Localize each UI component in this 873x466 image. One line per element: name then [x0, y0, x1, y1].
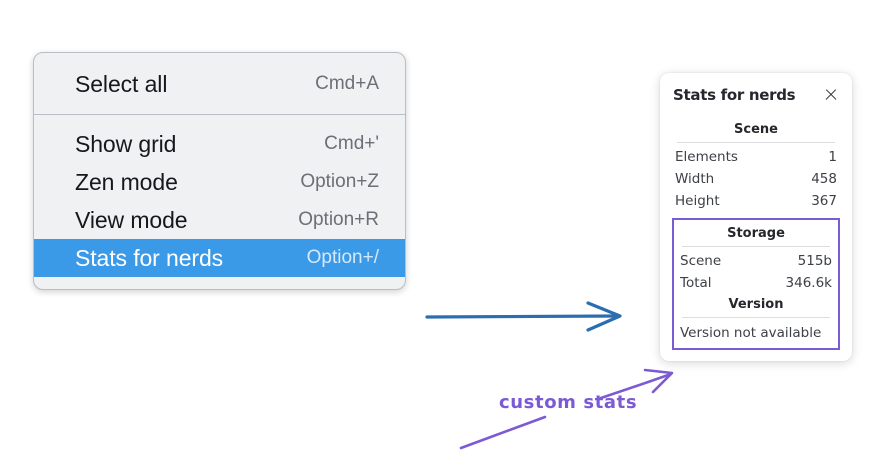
scene-section: Scene Elements 1 Width 458 Height 367: [673, 120, 839, 212]
stat-value: 367: [811, 193, 837, 209]
menu-separator: [34, 114, 405, 115]
stat-row: Elements 1: [673, 146, 839, 168]
stat-value: 458: [811, 171, 837, 187]
custom-stats-annotation-label: custom stats: [499, 392, 638, 413]
menu-item-shortcut: Cmd+A: [315, 73, 379, 94]
menu-item-shortcut: Option+Z: [300, 171, 379, 192]
divider: [682, 246, 830, 247]
scene-section-heading: Scene: [734, 122, 778, 137]
stat-row: Scene 515b: [678, 250, 834, 272]
stat-row: Height 367: [673, 190, 839, 212]
stat-value: 515b: [797, 253, 832, 269]
divider: [682, 317, 830, 318]
stat-value: 1: [828, 149, 837, 165]
menu-item-shortcut: Option+R: [298, 209, 379, 230]
stat-value: 346.6k: [785, 275, 832, 291]
purple-underline-stroke: [459, 415, 547, 450]
context-menu[interactable]: Select all Cmd+A Show grid Cmd+' Zen mod…: [33, 52, 406, 290]
close-icon[interactable]: [823, 87, 839, 103]
stat-label: Height: [675, 193, 720, 209]
menu-item-zen-mode[interactable]: Zen mode Option+Z: [34, 163, 405, 201]
custom-stats-highlight-box: Storage Scene 515b Total 346.6k Version …: [672, 218, 840, 350]
stats-for-nerds-panel: Stats for nerds Scene Elements 1 Width 4…: [660, 73, 852, 361]
stat-label: Scene: [680, 253, 722, 269]
menu-item-label: Select all: [75, 70, 168, 97]
version-section-heading: Version: [728, 297, 784, 312]
blue-arrow: [425, 301, 622, 332]
version-section: Version Version not available: [678, 294, 834, 343]
panel-title: Stats for nerds: [673, 86, 796, 104]
panel-header: Stats for nerds: [673, 86, 839, 104]
stat-row: Width 458: [673, 168, 839, 190]
storage-section-heading: Storage: [727, 226, 785, 241]
stat-label: Elements: [675, 149, 738, 165]
menu-group-1: Select all Cmd+A: [34, 53, 405, 114]
version-text: Version not available: [680, 325, 822, 341]
storage-section: Storage Scene 515b Total 346.6k: [678, 223, 834, 294]
menu-item-shortcut: Option+/: [306, 247, 379, 268]
stat-label: Width: [675, 171, 715, 187]
menu-item-view-mode[interactable]: View mode Option+R: [34, 201, 405, 239]
divider: [677, 142, 835, 143]
menu-item-label: View mode: [75, 206, 188, 233]
stat-label: Total: [680, 275, 712, 291]
purple-arrow: [599, 368, 674, 400]
menu-item-stats-for-nerds[interactable]: Stats for nerds Option+/: [34, 239, 405, 277]
menu-item-label: Stats for nerds: [75, 244, 224, 271]
menu-item-shortcut: Cmd+': [324, 133, 379, 154]
menu-item-select-all[interactable]: Select all Cmd+A: [34, 65, 405, 103]
menu-item-label: Show grid: [75, 130, 177, 157]
menu-item-label: Zen mode: [75, 168, 178, 195]
menu-item-show-grid[interactable]: Show grid Cmd+': [34, 125, 405, 163]
stat-row: Total 346.6k: [678, 272, 834, 294]
menu-group-2: Show grid Cmd+' Zen mode Option+Z View m…: [34, 115, 405, 289]
